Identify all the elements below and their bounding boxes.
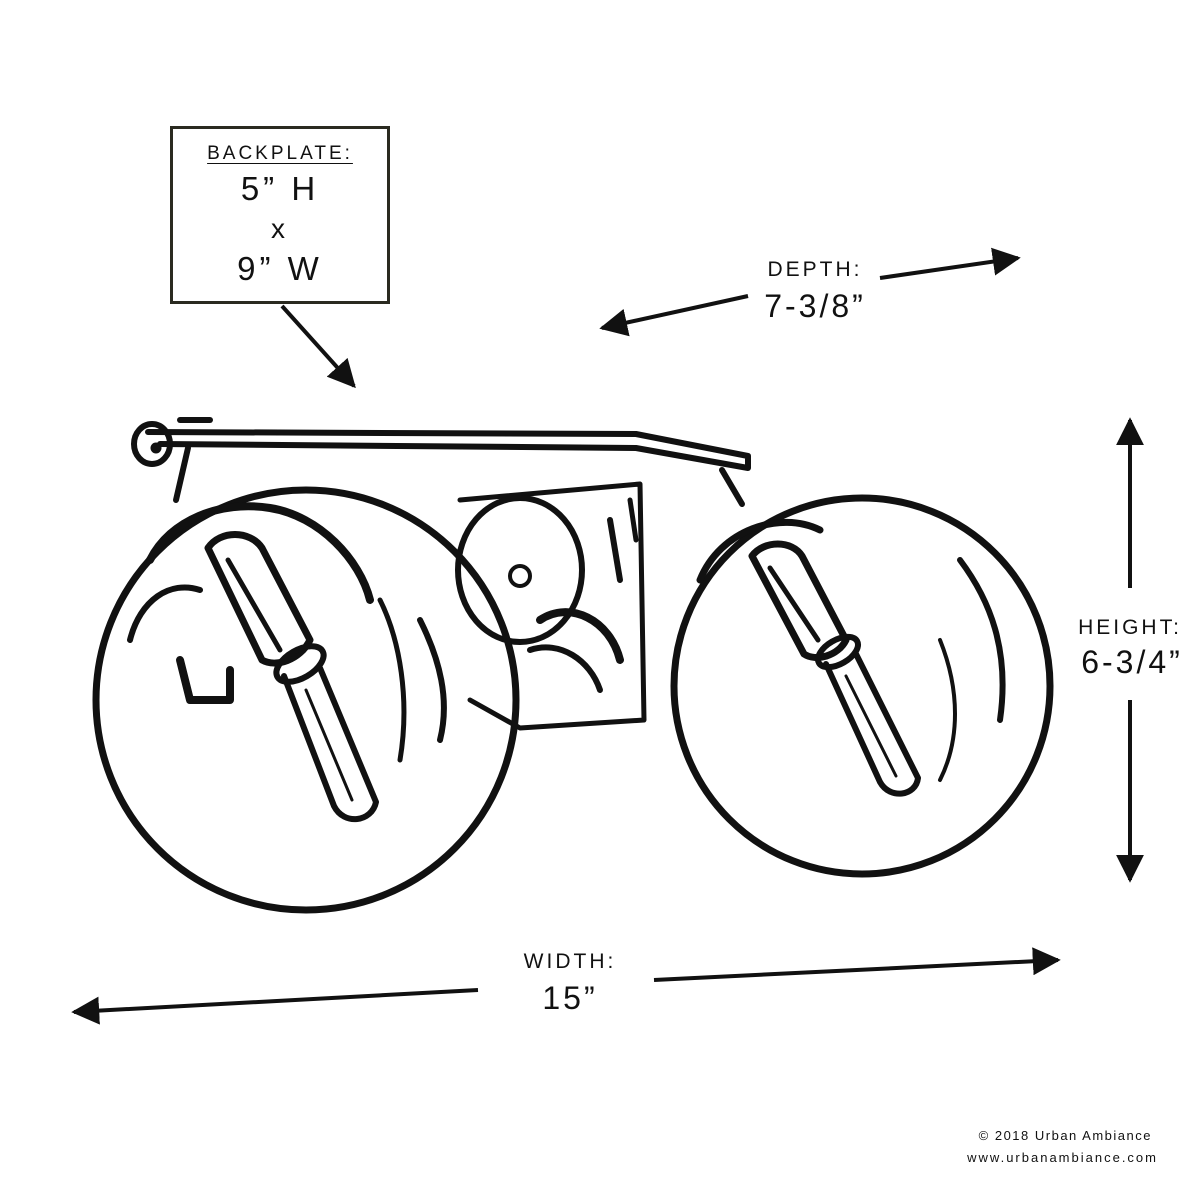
backplate-pointer-arrow [280,304,356,389]
backplate-callout: BACKPLATE: 5” H x 9” W [170,126,390,304]
width-value: 15” [542,980,598,1016]
depth-value: 7-3/8” [764,288,866,324]
depth-arrow-left [599,294,749,337]
copyright-text: © 2018 Urban Ambiance [978,1128,1152,1143]
width-arrow-right [653,947,1061,982]
width-label: WIDTH: [523,950,617,973]
height-value: 6-3/4” [1081,644,1183,680]
backplate-height: 5” H [240,170,320,207]
depth-arrow-right [879,247,1021,280]
height-label: HEIGHT: [1078,616,1182,639]
depth-label: DEPTH: [767,258,863,281]
backplate-width: 9” W [237,250,323,287]
website-link[interactable]: www.urbanambiance.com [967,1150,1158,1165]
backplate-separator: x [271,213,289,244]
width-arrow-left [71,988,479,1025]
light-fixture [92,417,1054,914]
backplate-heading: BACKPLATE: [207,143,353,164]
